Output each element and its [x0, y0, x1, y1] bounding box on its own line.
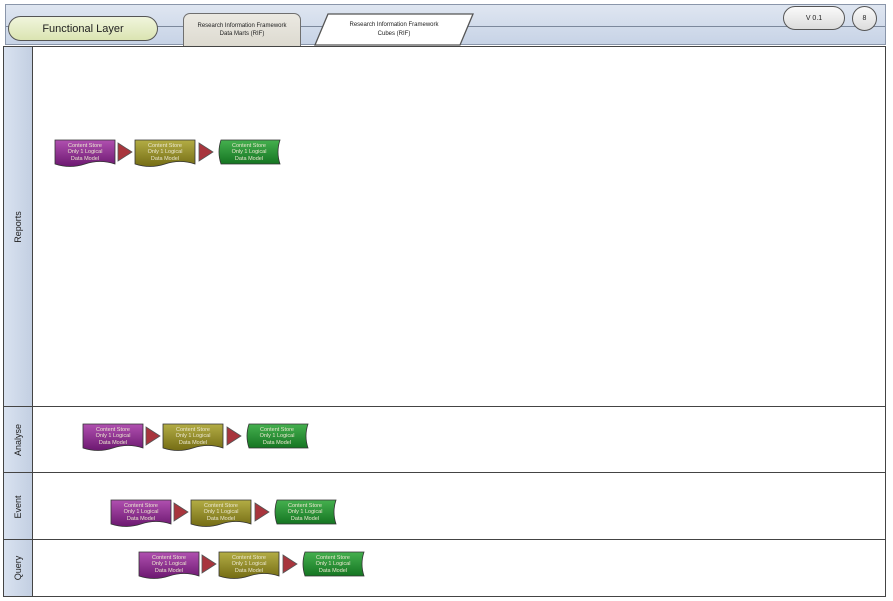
flow-reports: Content Store Only 1 Logical Data Model … [54, 137, 286, 169]
lane-analyse-label: Analyse [13, 423, 23, 457]
lane-reports-header: Reports [4, 47, 33, 407]
content-store-green[interactable]: Content Store Only 1 Logical Data Model [245, 421, 309, 452]
content-store-label: Content Store Only 1 Logical Data Model [259, 426, 295, 446]
content-store-label: Content Store Only 1 Logical Data Model [67, 142, 103, 162]
lane-query-header: Query [4, 540, 33, 596]
flow-arrow-icon [117, 142, 133, 162]
content-store-label: Content Store Only 1 Logical Data Model [147, 142, 183, 162]
tab-cubes-label: Research Information Framework Cubes (RI… [349, 22, 439, 37]
content-store-olive[interactable]: Content Store Only 1 Logical Data Model [162, 421, 224, 452]
content-store-green[interactable]: Content Store Only 1 Logical Data Model [301, 549, 365, 580]
page-number-label: 8 [862, 15, 867, 22]
content-store-green[interactable]: Content Store Only 1 Logical Data Model [273, 497, 337, 528]
flow-arrow-icon [145, 426, 161, 446]
content-store-purple[interactable]: Content Store Only 1 Logical Data Model [54, 137, 116, 168]
tab-cubes[interactable]: Research Information Framework Cubes (RI… [314, 13, 474, 46]
content-store-purple[interactable]: Content Store Only 1 Logical Data Model [138, 549, 200, 580]
content-store-label: Content Store Only 1 Logical Data Model [151, 554, 187, 574]
flow-arrow-icon [198, 142, 214, 162]
flow-arrow-icon [201, 554, 217, 574]
tab-data-marts-label: Research Information Framework Data Mart… [197, 22, 287, 37]
flow-arrow-icon [254, 502, 270, 522]
content-store-purple[interactable]: Content Store Only 1 Logical Data Model [82, 421, 144, 452]
lane-query: Query [3, 539, 886, 597]
content-store-label: Content Store Only 1 Logical Data Model [231, 142, 267, 162]
content-store-label: Content Store Only 1 Logical Data Model [175, 426, 211, 446]
lane-reports-label: Reports [13, 211, 23, 243]
version-badge: V 0.1 [783, 6, 845, 30]
tab-cubes-shape [314, 13, 474, 46]
functional-layer-button[interactable]: Functional Layer [8, 16, 158, 41]
tab-data-marts[interactable]: Research Information Framework Data Mart… [183, 13, 301, 46]
content-store-olive[interactable]: Content Store Only 1 Logical Data Model [190, 497, 252, 528]
flow-query: Content Store Only 1 Logical Data Model … [138, 549, 370, 581]
page-number-badge: 8 [852, 6, 877, 31]
flow-analyse: Content Store Only 1 Logical Data Model … [82, 421, 314, 453]
lane-reports: Reports [3, 46, 886, 408]
lane-analyse-header: Analyse [4, 407, 33, 473]
flow-event: Content Store Only 1 Logical Data Model … [110, 497, 342, 529]
content-store-green[interactable]: Content Store Only 1 Logical Data Model [217, 137, 281, 168]
lane-event-label: Event [13, 494, 23, 519]
content-store-label: Content Store Only 1 Logical Data Model [231, 554, 267, 574]
functional-layer-label: Functional Layer [42, 22, 124, 35]
flow-arrow-icon [226, 426, 242, 446]
lane-query-label: Query [13, 555, 23, 581]
content-store-label: Content Store Only 1 Logical Data Model [123, 502, 159, 522]
content-store-purple[interactable]: Content Store Only 1 Logical Data Model [110, 497, 172, 528]
content-store-label: Content Store Only 1 Logical Data Model [287, 502, 323, 522]
content-store-label: Content Store Only 1 Logical Data Model [315, 554, 351, 574]
flow-arrow-icon [173, 502, 189, 522]
version-label: V 0.1 [805, 14, 823, 22]
content-store-olive[interactable]: Content Store Only 1 Logical Data Model [218, 549, 280, 580]
flow-arrow-icon [282, 554, 298, 574]
content-store-olive[interactable]: Content Store Only 1 Logical Data Model [134, 137, 196, 168]
content-store-label: Content Store Only 1 Logical Data Model [203, 502, 239, 522]
lane-event-header: Event [4, 473, 33, 540]
content-store-label: Content Store Only 1 Logical Data Model [95, 426, 131, 446]
